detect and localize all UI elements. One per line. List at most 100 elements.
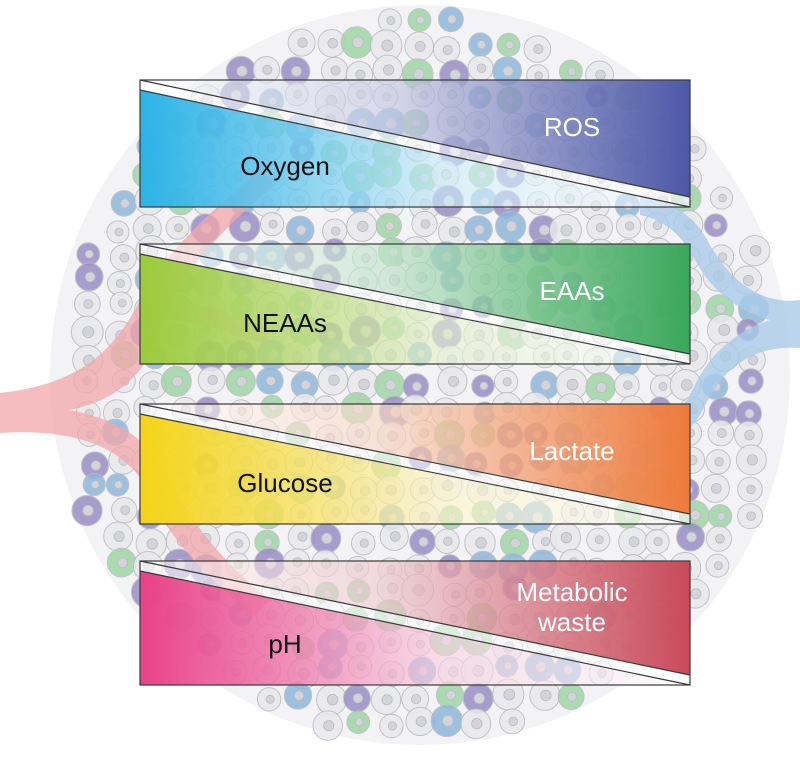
tumor-cell: [496, 32, 521, 57]
low-label-neaas-eaas: NEAAs: [243, 308, 327, 338]
tumor-cell: [734, 420, 763, 450]
tumor-cell: [106, 271, 132, 296]
tumor-cell: [317, 364, 349, 396]
tumor-cell: [225, 366, 256, 397]
tumor-cell: [437, 6, 464, 33]
gradient-band-glucose-lactate: Glucose Lactate: [139, 403, 691, 525]
tumor-cell: [705, 553, 730, 578]
tumor-cell: [375, 212, 402, 240]
tumor-cell: [346, 210, 378, 242]
tumor-cell: [342, 684, 371, 713]
tumor-cell: [135, 528, 167, 560]
tumor-cell: [256, 687, 282, 712]
tumor-cell: [614, 372, 640, 398]
tumor-cell: [434, 528, 460, 554]
tumor-cell: [256, 366, 284, 395]
band-frame: [139, 560, 691, 686]
tumor-cell: [70, 315, 104, 349]
tumor-cell: [707, 419, 735, 447]
tumor-cell: [76, 242, 101, 266]
tumor-cell: [492, 56, 523, 87]
tumor-cell: [285, 215, 315, 245]
tumor-cell: [404, 31, 435, 62]
tumor-cell: [703, 213, 728, 238]
tumor-cell: [700, 473, 730, 503]
tumor-cell: [409, 528, 436, 556]
tumor-cell: [738, 368, 764, 394]
diagonal-edge-upper: [139, 243, 691, 355]
tumor-cell: [80, 451, 109, 480]
tumor-cell: [405, 706, 435, 737]
band-frame: [139, 243, 691, 365]
tumor-cell: [401, 685, 430, 714]
tumor-cell: [586, 214, 614, 241]
band-frame: [139, 79, 691, 208]
diagonal-edge-lower: [139, 413, 691, 525]
tumor-cell: [411, 210, 438, 238]
tumor-cell: [499, 528, 530, 558]
tumor-cell: [555, 368, 588, 401]
tumor-cell: [340, 26, 373, 59]
diagonal-edge-lower: [139, 253, 691, 365]
tumor-cell: [138, 371, 167, 400]
tumor-cell: [316, 684, 348, 716]
tumor-cell: [644, 529, 670, 555]
high-label-line: waste: [537, 607, 606, 637]
diagonal-edge-upper: [139, 403, 691, 515]
high-label-neaas-eaas: EAAs: [539, 276, 604, 306]
tumor-cell: [283, 681, 313, 710]
tumor-cell: [437, 366, 468, 397]
tumor-cell: [437, 216, 469, 248]
tumor-cell: [737, 503, 764, 530]
tumor-cell: [225, 531, 250, 556]
tumor-cell: [71, 494, 103, 527]
tumor-cell: [73, 290, 101, 318]
tumor-cell: [252, 56, 281, 84]
tumor-cell: [109, 244, 137, 272]
tumor-cell: [709, 186, 734, 210]
tumor-cell: [310, 522, 342, 554]
tumor-cell: [499, 708, 526, 735]
tumor-cell: [317, 28, 347, 58]
tumor-cell: [464, 527, 496, 559]
band-frame: [139, 403, 691, 525]
tumor-cell: [549, 521, 582, 554]
tumor-cell: [739, 235, 771, 267]
tumor-cell: [287, 28, 316, 57]
tumor-cell: [105, 473, 130, 497]
tumor-cell: [369, 29, 403, 62]
tumor-cell: [494, 369, 519, 394]
tumor-cell: [523, 35, 552, 63]
tumor-cell: [225, 55, 257, 87]
high-label-glucose-lactate: Lactate: [529, 436, 614, 466]
low-label-oxygen-ros: Oxygen: [240, 151, 330, 181]
tumor-cell: [110, 190, 138, 217]
tumor-cell: [464, 215, 493, 244]
tumor-cell: [106, 220, 130, 244]
low-label-glucose-lactate: Glucose: [237, 468, 332, 498]
tumor-cell: [462, 682, 494, 714]
tumor-cell: [495, 210, 527, 242]
tumor-cell: [548, 213, 582, 247]
tumor-cell: [557, 683, 585, 711]
tumor-cell: [110, 497, 138, 524]
diagonal-edge-upper: [139, 560, 691, 676]
tumor-cell: [471, 374, 495, 398]
tumor-cell: [585, 372, 616, 403]
tumor-cell: [460, 708, 492, 740]
tumor-cell: [165, 215, 190, 240]
diagonal-edge-lower: [139, 570, 691, 686]
tumor-cell: [407, 8, 432, 32]
tumor-cell: [346, 710, 371, 734]
diagonal-edge-lower: [139, 89, 691, 208]
tumor-cell: [735, 444, 767, 476]
tumor-cell: [379, 713, 404, 739]
tumor-cell: [467, 55, 494, 82]
tumor-cell: [377, 8, 402, 33]
gradient-band-neaas-eaas: NEAAs EAAs: [139, 243, 691, 365]
